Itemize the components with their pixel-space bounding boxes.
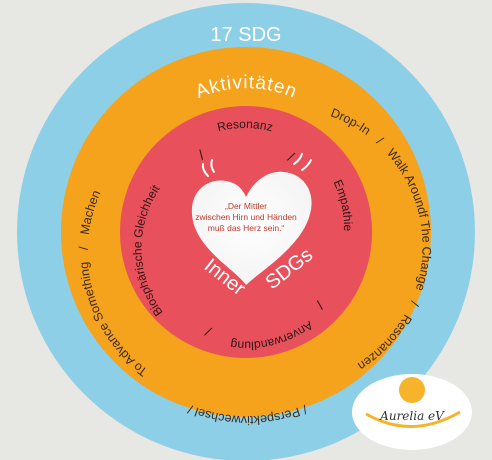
separator-top-left: /	[196, 147, 207, 163]
logo-text: Aurelia eV	[379, 409, 445, 423]
quote-line-1: „Der Mittler	[225, 201, 267, 211]
logo-sun-icon	[399, 377, 425, 403]
logo-swoosh-icon	[365, 410, 461, 428]
heart-shape	[191, 171, 312, 285]
logo-backdrop	[352, 374, 472, 450]
outer-ring-label: 17 SDG	[210, 24, 281, 46]
heart-marks	[201, 153, 312, 177]
quote-line-2: zwischen Hirn und Händen	[195, 212, 297, 222]
separator-bottom-left: /	[203, 324, 214, 340]
inner-item-resonanz: Resonanz	[216, 117, 274, 134]
aurelia-logo: Aurelia eV	[352, 374, 472, 450]
separator-top-right: /	[286, 149, 297, 165]
quote-line-3: muß das Herz sein.“	[208, 223, 285, 233]
heart-quote: „Der Mittler zwischen Hirn und Händen mu…	[195, 201, 297, 233]
